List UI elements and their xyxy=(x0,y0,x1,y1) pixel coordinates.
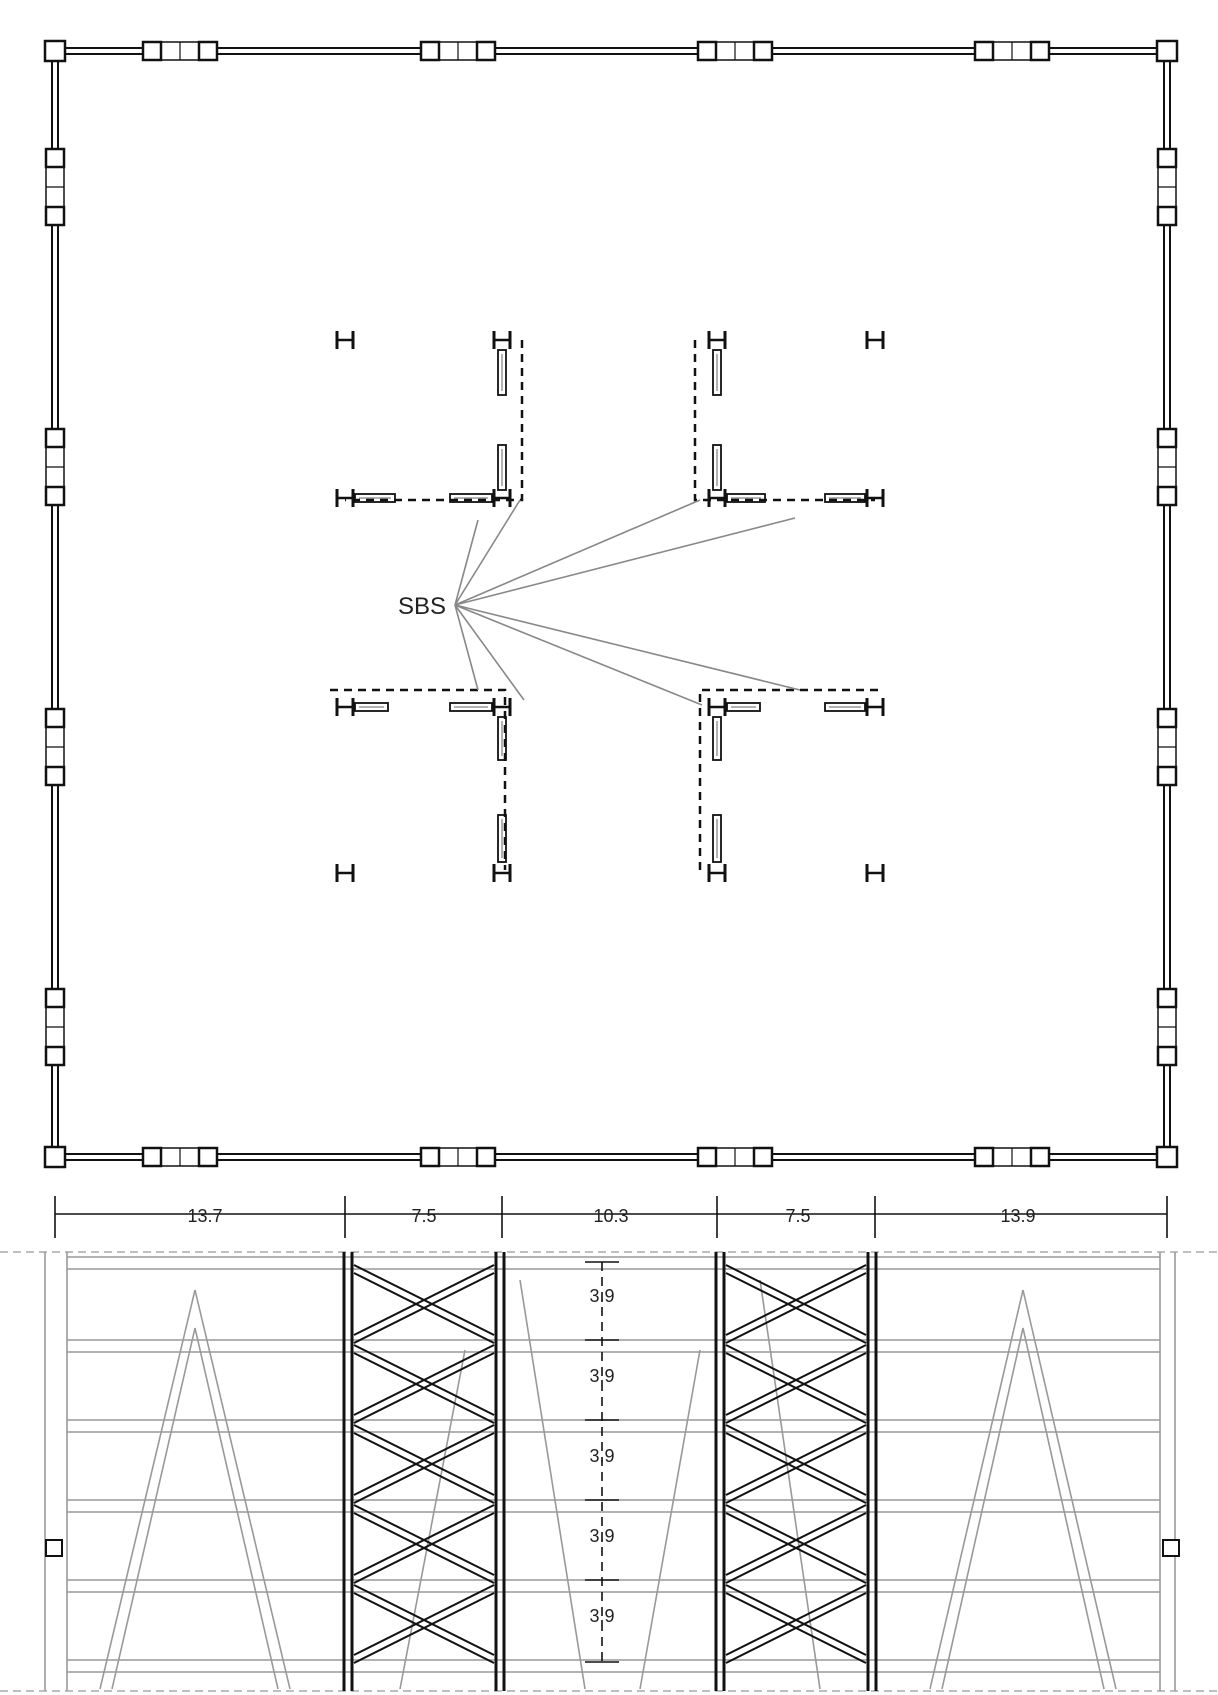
edge-column-marker-right xyxy=(1162,1539,1180,1557)
perimeter-column xyxy=(44,1045,66,1067)
braced-core-truss xyxy=(714,1252,878,1691)
horizontal-wall-panel xyxy=(449,702,493,712)
storey-dim-1: 3.9 xyxy=(589,1286,614,1306)
span-dim-1: 13.7 xyxy=(187,1206,222,1226)
core-dashed-walls xyxy=(330,340,878,870)
storey-dim-3: 3.9 xyxy=(589,1446,614,1466)
corner-column xyxy=(1155,1145,1179,1169)
outrigger-braces xyxy=(99,1279,1117,1690)
perimeter-column xyxy=(752,40,774,62)
horizontal-wall-panel xyxy=(726,702,761,712)
h-column-icon xyxy=(335,698,355,716)
perimeter-column xyxy=(44,707,66,729)
storey-dim-5: 3.9 xyxy=(589,1606,614,1626)
h-column-icon xyxy=(865,698,885,716)
perimeter-column xyxy=(1156,987,1178,1009)
h-column-icon xyxy=(335,864,355,882)
plan-view: SBS xyxy=(43,39,1179,1169)
braced-core-truss xyxy=(342,1252,506,1691)
h-column-icon xyxy=(707,489,727,507)
horizontal-wall-panel xyxy=(354,702,389,712)
h-column-icon xyxy=(492,864,512,882)
h-column-icon xyxy=(492,331,512,349)
horizontal-wall-panel xyxy=(824,493,866,503)
perimeter-column xyxy=(475,1146,497,1168)
vertical-wall-panel xyxy=(712,814,722,863)
perimeter-column xyxy=(44,765,66,787)
perimeter-column xyxy=(141,1146,163,1168)
perimeter-frame xyxy=(51,47,1171,1161)
perimeter-column xyxy=(752,1146,774,1168)
horizontal-wall-panel xyxy=(354,493,396,503)
perimeter-column xyxy=(1156,147,1178,169)
perimeter-column xyxy=(1029,1146,1051,1168)
perimeter-column xyxy=(44,987,66,1009)
edge-columns xyxy=(44,1252,1176,1691)
perimeter-columns xyxy=(43,39,1179,1169)
perimeter-column xyxy=(1156,427,1178,449)
perimeter-column xyxy=(197,40,219,62)
perimeter-column xyxy=(44,485,66,507)
perimeter-column xyxy=(1156,205,1178,227)
h-column-icon xyxy=(865,331,885,349)
span-dim-3: 10.3 xyxy=(593,1206,628,1226)
vertical-wall-panel xyxy=(497,716,507,761)
perimeter-column xyxy=(1156,485,1178,507)
storey-dim-2: 3.9 xyxy=(589,1366,614,1386)
vertical-wall-panel xyxy=(712,349,722,396)
storey-dimension xyxy=(585,1261,619,1663)
sbs-label: SBS xyxy=(398,593,446,620)
perimeter-column xyxy=(44,205,66,227)
corner-column xyxy=(43,39,67,63)
perimeter-column xyxy=(973,1146,995,1168)
perimeter-column xyxy=(1156,765,1178,787)
storey-dim-4: 3.9 xyxy=(589,1526,614,1546)
perimeter-column xyxy=(696,40,718,62)
vertical-wall-panel xyxy=(712,716,722,761)
perimeter-column xyxy=(1156,1045,1178,1067)
vertical-wall-panel xyxy=(712,444,722,491)
perimeter-column xyxy=(44,147,66,169)
h-column-icon xyxy=(492,698,512,716)
span-dim-5: 13.9 xyxy=(1000,1206,1035,1226)
perimeter-column xyxy=(197,1146,219,1168)
h-column-icon xyxy=(335,331,355,349)
core-columns xyxy=(335,331,885,882)
corner-column xyxy=(43,1145,67,1169)
vertical-wall-panel xyxy=(497,349,507,396)
core-trusses xyxy=(342,1252,878,1691)
perimeter-column xyxy=(973,40,995,62)
sbs-leaders xyxy=(454,499,801,706)
span-dim-2: 7.5 xyxy=(411,1206,436,1226)
perimeter-column xyxy=(141,40,163,62)
vertical-wall-panel xyxy=(497,444,507,491)
h-column-icon xyxy=(865,864,885,882)
h-column-icon xyxy=(865,489,885,507)
perimeter-column xyxy=(44,427,66,449)
horizontal-wall-panel xyxy=(824,702,866,712)
elevation-view: 3.9 3.9 3.9 3.9 3.9 xyxy=(0,1251,1218,1692)
edge-column-marker-left xyxy=(45,1539,63,1557)
h-column-icon xyxy=(707,698,727,716)
perimeter-column xyxy=(1156,707,1178,729)
h-column-icon xyxy=(335,489,355,507)
perimeter-column xyxy=(1029,40,1051,62)
corner-column xyxy=(1155,39,1179,63)
perimeter-column xyxy=(696,1146,718,1168)
h-column-icon xyxy=(707,864,727,882)
dimension-line: 13.7 7.5 10.3 7.5 13.9 xyxy=(54,1196,1168,1238)
h-column-icon xyxy=(707,331,727,349)
horizontal-wall-panel xyxy=(726,493,766,503)
span-dim-4: 7.5 xyxy=(785,1206,810,1226)
perimeter-column xyxy=(419,1146,441,1168)
perimeter-column xyxy=(475,40,497,62)
h-column-icon xyxy=(492,489,512,507)
horizontal-wall-panel xyxy=(449,493,493,503)
perimeter-column xyxy=(419,40,441,62)
